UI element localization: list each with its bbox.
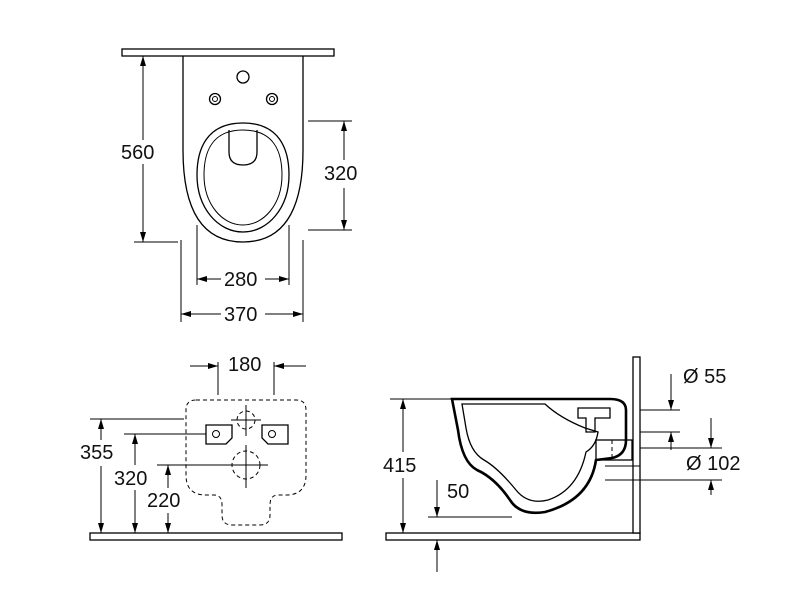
dim-415-label: 415 bbox=[383, 455, 416, 477]
side-view-inner-profile bbox=[461, 403, 599, 502]
side-view-outlet-pipe bbox=[595, 439, 633, 461]
dim-280-label: 280 bbox=[224, 269, 257, 291]
side-view-flush-inlet bbox=[577, 407, 611, 433]
dim-320-back-label: 320 bbox=[114, 468, 147, 490]
dim-355-label: 355 bbox=[80, 442, 113, 464]
top-view-water-inlet-hole bbox=[236, 70, 250, 84]
top-view-seat-opening bbox=[196, 122, 290, 233]
side-view-floor-plate bbox=[385, 532, 641, 541]
side-view-bowl-body bbox=[450, 397, 628, 515]
back-view-bracket-right bbox=[261, 424, 289, 445]
dim-220-label: 220 bbox=[147, 490, 180, 512]
back-view-bracket-left bbox=[205, 424, 233, 445]
back-view-outline bbox=[185, 399, 307, 526]
top-view: 560 320 280 370 bbox=[121, 48, 357, 326]
top-view-flush-notch bbox=[228, 130, 258, 166]
top-view-seat-hole-right bbox=[265, 92, 279, 106]
top-view-seat-hole-left-inner bbox=[212, 96, 218, 102]
dim-560-label: 560 bbox=[121, 142, 154, 164]
dim-dia-102-label: Ø 102 bbox=[686, 453, 740, 475]
dim-50-label: 50 bbox=[447, 481, 469, 503]
back-view-floor-plate bbox=[89, 532, 343, 541]
back-view: 180 355 320 220 bbox=[80, 354, 343, 541]
dim-370-label: 370 bbox=[224, 304, 257, 326]
top-view-seat-hole-right-inner bbox=[269, 96, 275, 102]
dim-180-label: 180 bbox=[228, 354, 261, 376]
top-view-wall-plate bbox=[121, 48, 335, 57]
top-view-seat-hole-left bbox=[208, 92, 222, 106]
side-view: 415 50 Ø 55 Ø 102 bbox=[383, 356, 740, 572]
dim-320-top-label: 320 bbox=[324, 163, 357, 185]
top-view-inner-rim bbox=[203, 129, 283, 226]
side-view-wall-plate bbox=[632, 356, 641, 534]
top-view-bowl-outline bbox=[182, 56, 304, 243]
dim-dia-55-label: Ø 55 bbox=[683, 366, 726, 388]
